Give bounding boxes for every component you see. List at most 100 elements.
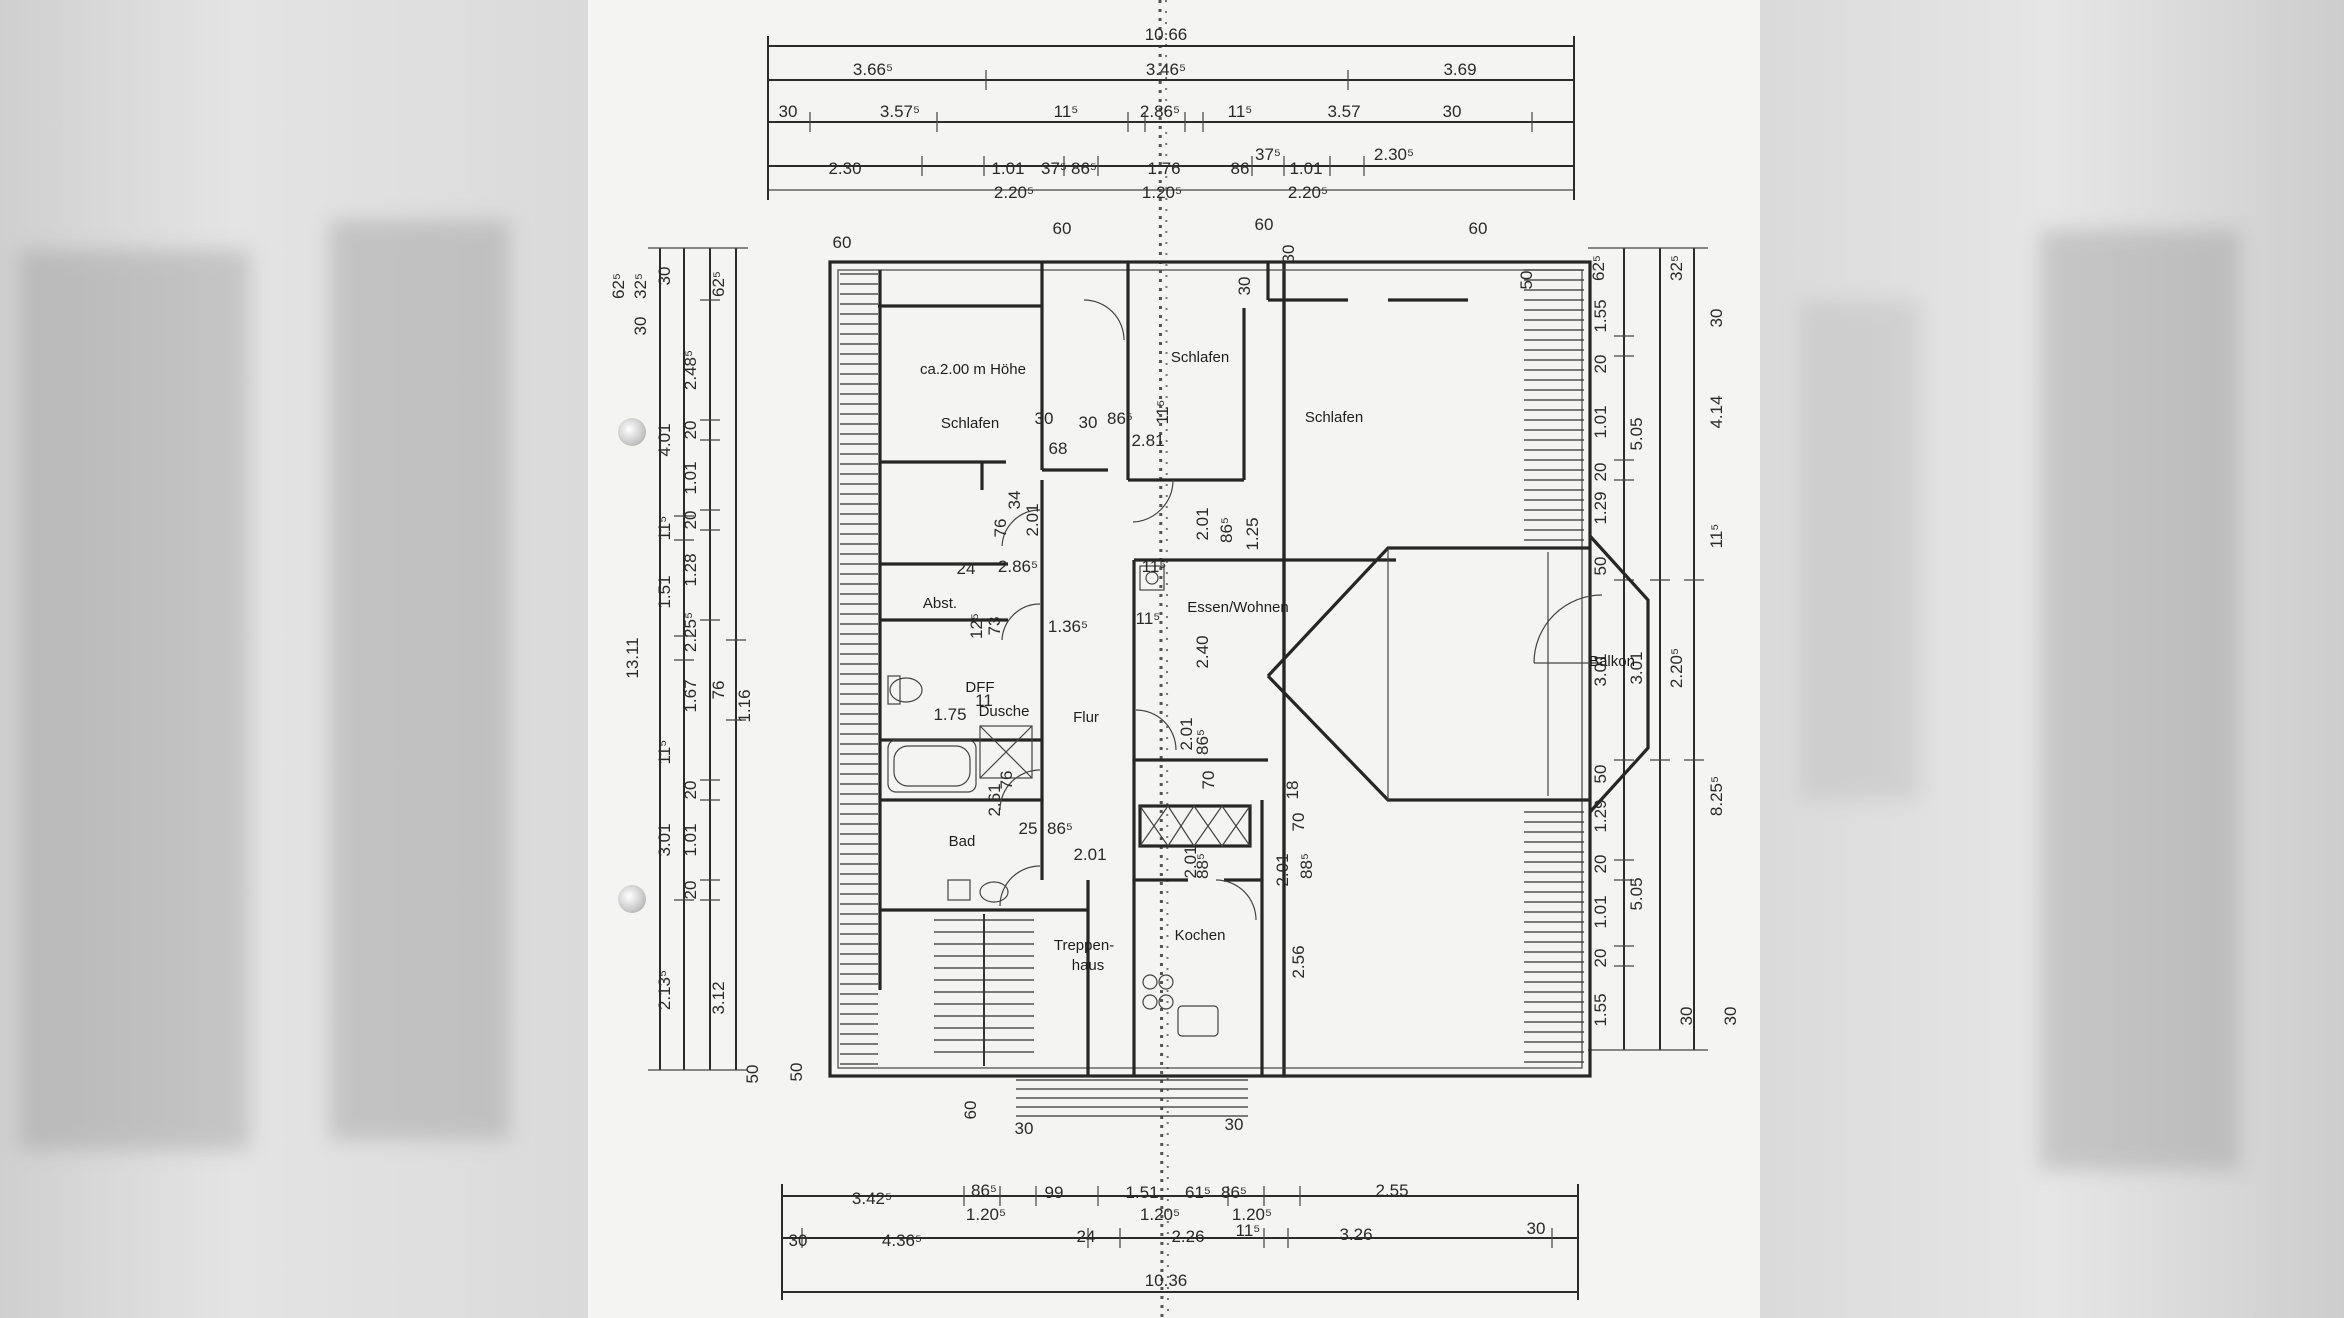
dim-text: 20	[1591, 463, 1610, 482]
dim-text: 11⁵	[1228, 102, 1253, 121]
top-dimensions: 10.66 3.66⁵ 3.46⁵ 3.69 30 3.57⁵ 11⁵ 2.86…	[767, 25, 1575, 289]
dim-text: 30	[1279, 245, 1298, 264]
room-label-haus: haus	[1072, 957, 1105, 974]
dim-text: 10.36	[1145, 1271, 1188, 1290]
dim-text: 30	[1225, 1115, 1244, 1134]
dim-text: 11⁵	[655, 740, 674, 765]
dim-text: 76	[709, 681, 728, 700]
interior-dim-text: 2.01	[1193, 507, 1212, 540]
interior-dim-text: 70	[1289, 813, 1308, 832]
room-label-treppen: Treppen-	[1054, 937, 1114, 954]
dim-text: 2.25⁵	[681, 612, 700, 652]
dim-text: 1.51	[1125, 1183, 1158, 1202]
ghost-shape	[330, 220, 510, 1140]
room-label-flur: Flur	[1073, 709, 1099, 726]
dim-text: 2.20⁵	[1288, 183, 1328, 202]
interior-dim-text: 12⁵	[967, 613, 986, 639]
punch-hole	[618, 885, 646, 913]
interior-dim-text: 2.01	[1023, 503, 1042, 536]
interior-dim-text: 1.75	[933, 705, 966, 724]
interior-walls	[878, 262, 1468, 1076]
dim-text: 1.20⁵	[1142, 183, 1182, 202]
dim-text: 4.01	[655, 423, 674, 456]
door-swings	[999, 299, 1603, 921]
interior-dim-text: 30	[1079, 413, 1098, 432]
interior-dim-text: 11⁵	[1142, 557, 1167, 576]
dim-text: 62⁵	[609, 273, 628, 299]
dim-text: 50	[787, 1063, 806, 1082]
dim-text: 2.48⁵	[681, 350, 700, 390]
dim-text: 30	[1443, 102, 1462, 121]
building-outline	[828, 260, 1592, 1078]
dim-text: 20	[1591, 855, 1610, 874]
dim-text: 3.69	[1443, 60, 1476, 79]
interior-dim-text: 86⁵	[1107, 409, 1133, 428]
interior-dim-text: 2.01	[1073, 845, 1106, 864]
dim-text: 3.57⁵	[880, 102, 920, 121]
dim-text: 30	[1707, 309, 1726, 328]
interior-dim-text: 2.01	[1181, 845, 1200, 878]
dim-text: 2.30	[828, 159, 861, 178]
room-label-balkon: Balkon	[1589, 653, 1635, 670]
interior-dim-text: 2.56	[1289, 945, 1308, 978]
interior-dim-text: 18	[1283, 781, 1302, 800]
room-label-hoehe: ca.2.00 m Höhe	[920, 361, 1026, 378]
dim-text: 50	[1591, 765, 1610, 784]
dim-text: 2.86⁵	[1140, 102, 1180, 121]
dim-text: 3.66⁵	[853, 60, 893, 79]
interior-dim-text: 2.86⁵	[998, 557, 1038, 576]
dim-text: 30	[789, 1231, 808, 1250]
interior-dim-text: 88⁵	[1193, 853, 1212, 879]
dim-text: 1.29	[1591, 491, 1610, 524]
dim-text: 86⁵	[1071, 159, 1097, 178]
dim-text: 3.12	[709, 981, 728, 1014]
interior-dim-text: 86⁵	[1217, 517, 1236, 543]
interior-dim-text: 11⁵	[1153, 400, 1172, 425]
dim-text: 3.42⁵	[852, 1189, 892, 1208]
dim-text: 10.66	[1145, 25, 1188, 44]
dim-text: 99	[1045, 1183, 1064, 1202]
dim-text: 1.16	[735, 689, 754, 722]
left-dimensions: 13.11 62⁵ 4.01 11⁵ 1.51 11⁵ 3.01 2.13⁵ 3…	[609, 247, 762, 1083]
dim-text: 1.01	[1591, 405, 1610, 438]
dim-text: 86⁵	[971, 1181, 997, 1200]
interior-dim-text: 2.61	[985, 783, 1004, 816]
interior-dim-text: 30	[1035, 409, 1054, 428]
dim-text: 1.55	[1591, 299, 1610, 332]
dim-text: 50	[1591, 557, 1610, 576]
dim-text: 11⁵	[1054, 102, 1079, 121]
dim-text: 30	[655, 267, 674, 286]
dim-text: 11⁵	[1236, 1221, 1261, 1240]
dim-text: 2.13⁵	[655, 970, 674, 1010]
roof-hatch-left	[840, 273, 878, 1065]
dim-text: 30	[1015, 1119, 1034, 1138]
dormer-bay	[1266, 534, 1650, 814]
dim-text: 1.76	[1147, 159, 1180, 178]
dim-text: 1.01	[1591, 895, 1610, 928]
dim-text: 30	[631, 317, 650, 336]
room-label-schlafen-left: Schlafen	[941, 415, 999, 432]
entry-stairs	[1016, 1079, 1248, 1117]
dim-text: 2.26	[1171, 1227, 1204, 1246]
dim-text: 5.05	[1627, 877, 1646, 910]
dim-text: 13.11	[623, 637, 642, 678]
dim-text: 32⁵	[631, 273, 650, 299]
dim-text: 11⁵	[655, 516, 674, 541]
interior-dim-text: 76	[997, 771, 1016, 790]
floor-plan-sheet: 10.66 3.66⁵ 3.46⁵ 3.69 30 3.57⁵ 11⁵ 2.86…	[588, 0, 1760, 1318]
right-dimensions: 62⁵ 1.55 20 1.01 20 1.29 50 3.01 50 1.29…	[1588, 247, 1740, 1051]
interior-dim-text: 1.36⁵	[1048, 617, 1088, 636]
floor-plan-drawing: 10.66 3.66⁵ 3.46⁵ 3.69 30 3.57⁵ 11⁵ 2.86…	[609, 0, 1740, 1318]
dim-text: 1.28	[681, 553, 700, 586]
dim-text: 2.20⁵	[994, 183, 1034, 202]
dim-text: 3.01	[1591, 653, 1610, 686]
dim-text: 2.20⁵	[1667, 648, 1686, 688]
interior-dim-text: 11	[975, 691, 993, 710]
dim-text: 20	[681, 511, 700, 530]
interior-dim-text: 30	[1235, 277, 1254, 296]
dim-text: 3.26	[1339, 1225, 1372, 1244]
dim-text: 60	[1053, 219, 1072, 238]
room-label-bad: Bad	[949, 833, 976, 850]
interior-dim-text: 11⁵	[1136, 609, 1161, 628]
